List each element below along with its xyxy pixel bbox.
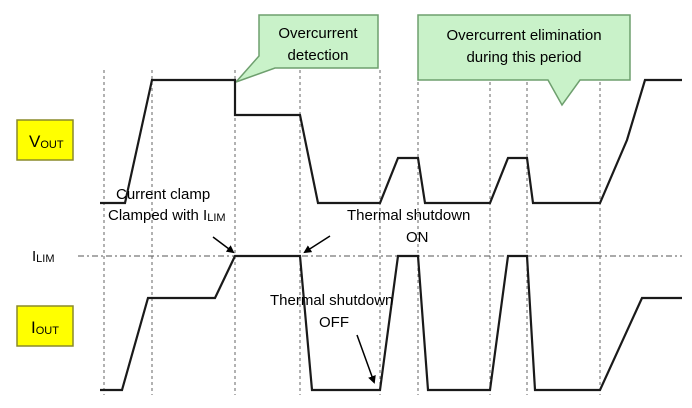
thermal-off-line2: OFF — [319, 314, 349, 331]
vout-waveform — [100, 78, 682, 205]
timing-gridlines — [103, 70, 601, 395]
clamped-with-main: Clamped with I — [108, 207, 207, 224]
callout-detection-line1: Overcurrent — [278, 25, 358, 42]
callout-overcurrent-detection: Overcurrent detection — [235, 14, 379, 83]
thermal-on-line1: Thermal shutdown — [347, 207, 470, 224]
clamped-with-sub: LIM — [207, 212, 225, 224]
clamped-with-text: Clamped with ILIM — [108, 207, 226, 224]
iout-waveform — [100, 254, 682, 392]
thermal-on-line2: ON — [406, 229, 429, 246]
vout-label-sub: OUT — [40, 139, 64, 151]
iout-label-main: I — [31, 318, 36, 337]
callout-overcurrent-elimination: Overcurrent elimination during this peri… — [417, 14, 631, 107]
clamp-arrow-left — [212, 236, 235, 254]
thermal-off-line1: Thermal shutdown — [270, 292, 393, 309]
vout-label: VOUT — [16, 119, 74, 161]
svg-text:VOUT: VOUT — [29, 132, 64, 151]
callout-elimination-line1: Overcurrent elimination — [446, 27, 601, 44]
svg-text:IOUT: IOUT — [31, 318, 59, 337]
thermal-off-arrow — [356, 334, 376, 384]
vout-label-main: V — [29, 132, 41, 151]
current-clamp-text: Current clamp — [116, 186, 210, 203]
ilim-label-main: I — [32, 248, 36, 265]
iout-label-sub: OUT — [36, 325, 60, 337]
ilim-label-sub: LIM — [36, 253, 54, 265]
clamp-arrow-right — [303, 235, 331, 254]
callout-elimination-line2: during this period — [466, 49, 581, 66]
iout-label: IOUT — [16, 305, 74, 347]
ilim-label: ILIM — [32, 248, 55, 265]
callout-detection-line2: detection — [288, 47, 349, 64]
